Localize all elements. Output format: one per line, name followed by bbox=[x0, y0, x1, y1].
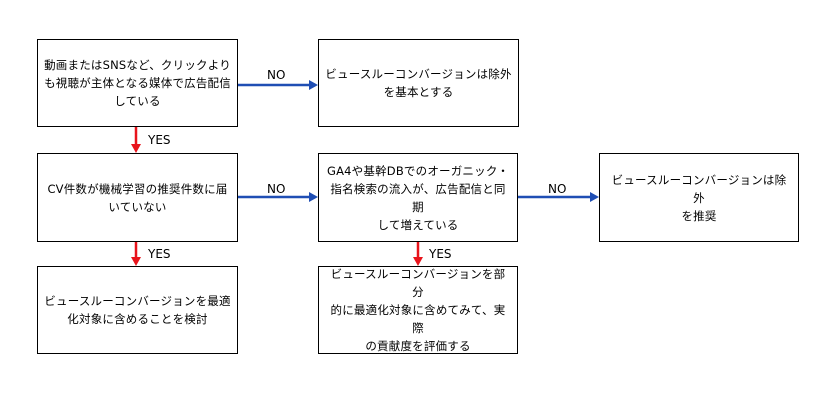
edge-label-q3-no: NO bbox=[548, 182, 567, 196]
result-node-text: ビュースルーコンバージョンは除外 を基本とする bbox=[325, 67, 512, 99]
edge-label-q3-yes: YES bbox=[429, 247, 452, 261]
decision-node-q3: GA4や基幹DBでのオーガニック・ 指名検索の流入が、広告配信と同期 して増えて… bbox=[318, 153, 518, 242]
result-node-r3: ビュースルーコンバージョンを最適 化対象に含めることを検討 bbox=[37, 266, 238, 354]
decision-node-text: GA4や基幹DBでのオーガニック・ 指名検索の流入が、広告配信と同期 して増えて… bbox=[326, 163, 509, 232]
result-node-r4: ビュースルーコンバージョンを部分 的に最適化対象に含めてみて、実際 の貢献度を評… bbox=[318, 266, 518, 354]
arrow-q3-no bbox=[518, 192, 599, 202]
edge-label-q1-no: NO bbox=[267, 68, 286, 82]
decision-node-q1: 動画またはSNSなど、クリックより も視聴が主体となる媒体で広告配信 している bbox=[37, 39, 238, 127]
edge-label-q2-yes: YES bbox=[148, 247, 171, 261]
arrow-q3-yes bbox=[413, 242, 423, 266]
arrow-q1-yes bbox=[131, 127, 141, 153]
edge-label-q2-no: NO bbox=[267, 182, 286, 196]
arrow-q1-no bbox=[238, 80, 318, 90]
arrow-q2-yes bbox=[131, 242, 141, 266]
decision-node-text: CV件数が機械学習の推奨件数に届 いていない bbox=[47, 181, 228, 214]
result-node-text: ビュースルーコンバージョンを最適 化対象に含めることを検討 bbox=[44, 294, 231, 326]
decision-node-q2: CV件数が機械学習の推奨件数に届 いていない bbox=[37, 153, 238, 242]
result-node-text: ビュースルーコンバージョンを部分 的に最適化対象に含めてみて、実際 の貢献度を評… bbox=[330, 267, 506, 353]
edge-label-q1-yes: YES bbox=[148, 133, 171, 147]
result-node-r2: ビュースルーコンバージョンは除外 を推奨 bbox=[599, 153, 799, 242]
arrow-q2-no bbox=[238, 192, 318, 202]
decision-node-text: 動画またはSNSなど、クリックより も視聴が主体となる媒体で広告配信 している bbox=[44, 58, 231, 108]
result-node-r1: ビュースルーコンバージョンは除外 を基本とする bbox=[318, 39, 519, 127]
result-node-text: ビュースルーコンバージョンは除外 を推奨 bbox=[611, 172, 787, 223]
